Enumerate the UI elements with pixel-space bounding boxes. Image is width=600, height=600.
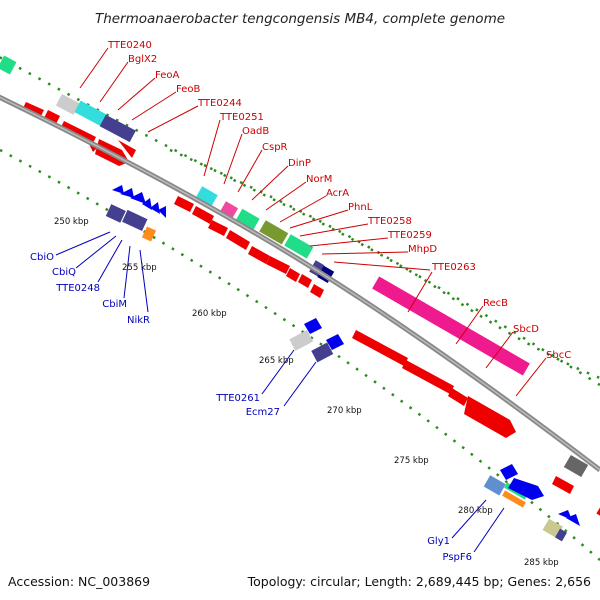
reverse-gene-arrows	[112, 185, 580, 526]
gene-label-gly1: Gly1	[427, 536, 450, 547]
gene-label-cbiq: CbiQ	[52, 267, 76, 278]
gene-label-sbcc: SbcC	[546, 350, 571, 361]
scale-label-280: 280 kbp	[458, 506, 493, 516]
gene-label-norm: NorM	[306, 174, 332, 185]
scale-label-265: 265 kbp	[259, 356, 294, 366]
gene-label-tte0263: TTE0263	[431, 262, 476, 273]
genome-stats-text: Topology: circular; Length: 2,689,445 bp…	[247, 574, 591, 589]
gene-label-dinp: DinP	[288, 158, 311, 169]
gene-label-oadb: OadB	[242, 126, 269, 137]
tick-ring-outer	[0, 56, 600, 387]
gene-label-pspf6: PspF6	[442, 552, 472, 563]
accession-text: Accession: NC_003869	[8, 574, 150, 589]
map-title: Thermoanaerobacter tengcongensis MB4, co…	[95, 11, 505, 27]
reverse-label-leaders	[55, 231, 505, 553]
forward-gene-arrows	[22, 102, 574, 494]
scale-label-270: 270 kbp	[327, 406, 362, 416]
gene-label-bglx2: BglX2	[128, 54, 157, 65]
scale-label-250: 250 kbp	[54, 217, 89, 227]
tick-ring-inner	[0, 148, 600, 561]
scale-label-285: 285 kbp	[524, 558, 559, 568]
reverse-gene-labels: CbiO CbiQ TTE0248 CbiM NikR TTE0261 Ecm2…	[30, 252, 472, 563]
plot-area	[0, 47, 600, 561]
gene-label-feoa: FeoA	[155, 70, 179, 81]
gene-label-recb: RecB	[483, 298, 508, 309]
gene-label-phnl: PhnL	[348, 202, 373, 213]
gene-label-tte0261: TTE0261	[215, 393, 260, 404]
gene-label-tte0258: TTE0258	[367, 216, 412, 227]
forward-gene-labels: TTE0240 BglX2 FeoA FeoB TTE0244 TTE0251 …	[107, 40, 571, 361]
gene-label-sbcd: SbcD	[513, 324, 539, 335]
gene-label-cbio: CbiO	[30, 252, 54, 263]
reverse-feature-track	[105, 204, 567, 542]
scale-labels: 250 kbp 255 kbp 260 kbp 265 kbp 270 kbp …	[54, 217, 559, 568]
gene-label-ecm27: Ecm27	[246, 407, 280, 418]
gene-label-tte0240: TTE0240	[107, 40, 152, 51]
gene-label-nikr: NikR	[127, 315, 150, 326]
gene-label-tte0244: TTE0244	[197, 98, 242, 109]
gene-label-cspr: CspR	[262, 142, 288, 153]
gene-label-cbim: CbiM	[102, 299, 127, 310]
tick-ring-middle	[169, 148, 600, 380]
scale-label-260: 260 kbp	[192, 309, 227, 319]
scale-label-275: 275 kbp	[394, 456, 429, 466]
scale-label-255: 255 kbp	[122, 263, 157, 273]
gene-label-mhpd: MhpD	[408, 244, 437, 255]
gene-label-feob: FeoB	[176, 84, 200, 95]
gene-label-acra: AcrA	[326, 188, 349, 199]
gene-label-tte0259: TTE0259	[387, 230, 432, 241]
gene-label-tte0251: TTE0251	[219, 112, 264, 123]
forward-label-leaders	[79, 47, 547, 397]
gene-label-tte0248: TTE0248	[55, 283, 100, 294]
